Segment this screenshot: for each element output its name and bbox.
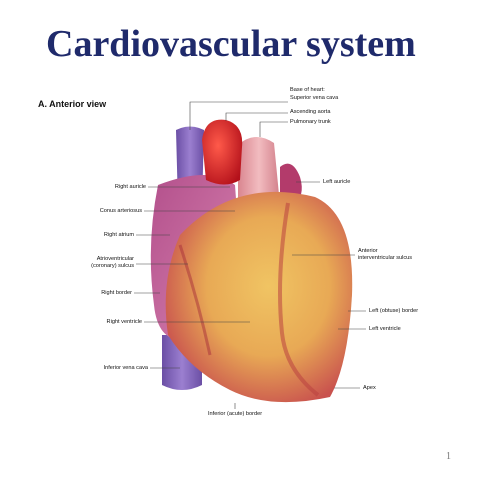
label-ascending-aorta: Ascending aorta	[290, 109, 331, 115]
heart-drawing	[134, 101, 366, 409]
label-right-ventricle: Right ventricle	[106, 319, 142, 325]
label-base-of-heart: Base of heart:	[290, 87, 325, 93]
label-left-ventricle: Left ventricle	[369, 326, 401, 332]
label-pulmonary-trunk: Pulmonary trunk	[290, 119, 331, 125]
ventricles	[165, 191, 353, 403]
label-right-auricle: Right auricle	[114, 184, 146, 190]
label-left-auricle: Left auricle	[323, 179, 351, 185]
label-right-border: Right border	[101, 290, 132, 296]
coronary-sulcus	[178, 244, 212, 356]
view-label: A. Anterior view	[38, 99, 107, 109]
label-anterior-sulcus-2: interventricular sulcus	[358, 255, 413, 261]
interventricular-sulcus	[278, 202, 320, 397]
label-superior-vena-cava: Superior vena cava	[290, 95, 339, 101]
label-anterior-sulcus-1: Anterior	[358, 248, 378, 254]
heart-anterior-illustration: A. Anterior view Right auricle Conus art…	[30, 85, 450, 430]
page-number: 1	[446, 451, 451, 462]
pulmonary-trunk	[238, 136, 280, 205]
label-apex: Apex	[363, 385, 376, 391]
slide-title: Cardiovascular system	[46, 23, 416, 65]
label-right-atrium: Right atrium	[103, 232, 134, 238]
label-conus-arteriosus: Conus arteriosus	[99, 208, 142, 214]
label-inferior-border: Inferior (acute) border	[208, 411, 263, 417]
ascending-aorta	[202, 119, 243, 185]
label-inferior-vena-cava: Inferior vena cava	[103, 365, 148, 371]
label-left-border: Left (obtuse) border	[369, 308, 419, 314]
label-av-sulcus-2: (coronary) sulcus	[91, 263, 134, 269]
label-av-sulcus-1: Atrioventricular	[96, 256, 134, 262]
